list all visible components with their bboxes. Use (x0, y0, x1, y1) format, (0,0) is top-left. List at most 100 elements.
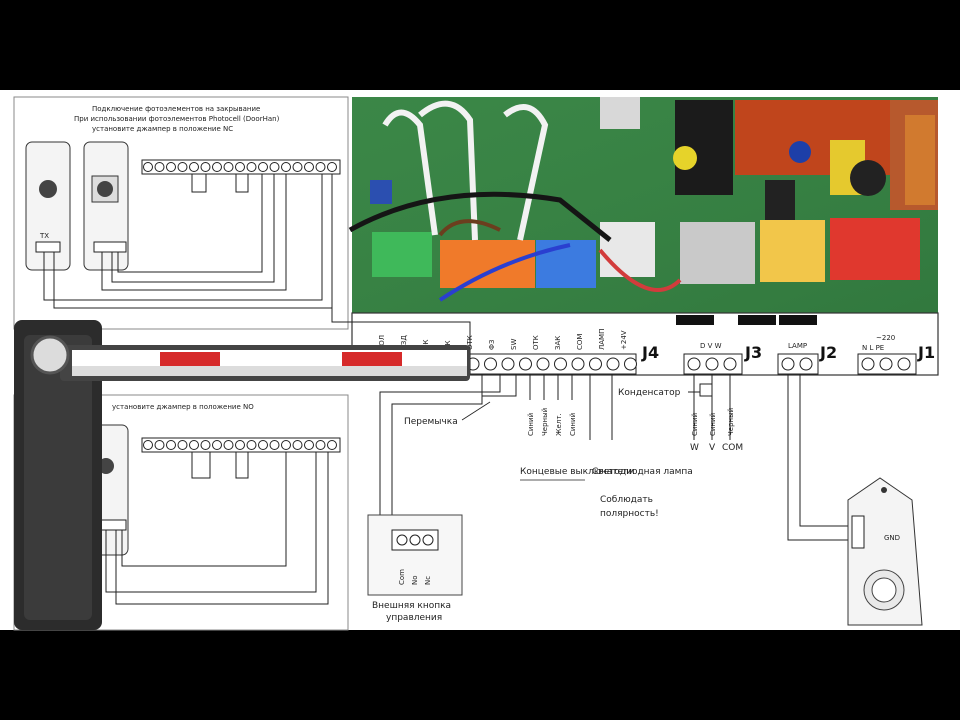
top-panel-title-1: Подключение фотоэлементов на закрывание (92, 105, 260, 113)
terminal-screw (304, 440, 314, 450)
terminal-screw (897, 357, 911, 371)
j4-pin-label: ОК (422, 339, 430, 350)
terminal-screw (484, 357, 497, 371)
terminal-screw (189, 440, 199, 450)
jumper-label: Перемычка (404, 417, 458, 427)
limit-wire-3: Желт. (555, 413, 563, 436)
motor-v-label: V (709, 443, 716, 453)
terminal-screw (327, 162, 337, 172)
terminal-screw (624, 357, 637, 371)
terminal-screw (687, 357, 701, 371)
top-panel-title-2: При использовании фотоэлементов Photocel… (74, 115, 280, 123)
terminal-screw (154, 162, 165, 172)
terminal-screw (281, 440, 291, 450)
controller-board-photo (348, 97, 938, 313)
terminal-screw (166, 440, 176, 450)
j4-pin-label: ЗАК (554, 336, 562, 350)
terminal-screw (292, 440, 303, 450)
terminal-screw (315, 440, 326, 450)
terminal-screw (589, 357, 602, 371)
limit-switch-wires: Синий Черный Желт. Синий (527, 408, 577, 436)
board-outline (351, 312, 939, 376)
terminal-screw (177, 162, 188, 172)
terminal-screw (879, 357, 893, 371)
j1-terminal-block (857, 353, 917, 375)
button-nc-label: Nc (424, 576, 432, 585)
motor-wire-2: Синий (709, 413, 717, 436)
terminal-screw (212, 162, 222, 172)
terminal-screw (292, 162, 303, 172)
j1-voltage-label: ~220 (876, 334, 895, 342)
terminal-screw (258, 440, 268, 450)
j4-pin-label: ЭЗД (400, 335, 408, 350)
terminal-screw (281, 162, 291, 172)
terminal-screw (554, 357, 567, 371)
terminal-screw (223, 162, 234, 172)
limit-switches-label: Концевые выключатели (520, 467, 635, 477)
terminal-screw (799, 357, 813, 371)
polarity-warning-2: полярность! (600, 509, 659, 519)
photocell-tx-tag: ТХ (39, 232, 49, 240)
limit-switches-text: Концевые выключатели (520, 467, 635, 477)
j4-terminal-block (463, 353, 637, 375)
j4-pin-label: ФЗ (488, 339, 496, 350)
terminal-screw (705, 357, 719, 371)
terminal-screw (606, 357, 620, 371)
terminal-screw (327, 440, 337, 450)
signal-lamp-device: GND (847, 477, 923, 626)
signal-lamp-label: Светодиодная лампа (592, 467, 693, 477)
terminal-screw (154, 440, 165, 450)
motor-wire-1: Синий (691, 413, 699, 436)
j4-pin-label: ГОЛ (378, 335, 386, 350)
terminal-screw (536, 357, 550, 371)
lamp-tag: GND (884, 534, 900, 542)
j3-pin-labels: D V W (700, 342, 722, 350)
j4-wiring (379, 374, 613, 520)
terminal-screw (189, 162, 199, 172)
terminal-screw (223, 440, 234, 450)
bottom-panel-title: установите джампер в положение NO (112, 403, 254, 411)
terminal-screw (177, 440, 188, 450)
top-panel-title-3: установите джампер в положение NC (92, 125, 233, 133)
j2-label: J2 (819, 343, 837, 362)
terminal-screw (235, 162, 245, 172)
j3-label: J3 (744, 343, 762, 362)
barrier-arm (14, 320, 470, 630)
button-box-label-1: Внешняя кнопка (372, 601, 451, 611)
photocell-nc-panel: Подключение фотоэлементов на закрывание … (13, 96, 471, 374)
limit-wire-1: Синий (527, 413, 535, 436)
terminal-screw (723, 357, 737, 371)
limit-wire-4: Синий (569, 413, 577, 436)
terminal-screw (519, 357, 532, 371)
j3-terminal-block (683, 353, 743, 375)
button-no-label: No (411, 575, 419, 585)
j1-pin-labels: N L PE (862, 344, 884, 352)
j4-pin-label: СОМ (576, 334, 584, 350)
j4-pin-label: +24V (620, 330, 628, 350)
terminal-screw (269, 162, 280, 172)
j3-wiring (688, 374, 731, 440)
j4-label: J4 (641, 343, 659, 362)
button-box-label-2: управления (386, 613, 442, 623)
terminal-screw (571, 357, 585, 371)
terminal-screw (235, 440, 245, 450)
terminal-screw (246, 440, 257, 450)
polarity-warning-1: Соблюдать (600, 495, 653, 505)
terminal-screw (781, 357, 795, 371)
j2-terminal-block (777, 353, 819, 375)
terminal-screw (143, 162, 153, 172)
motor-w-label: W (690, 443, 699, 453)
terminal-screw (315, 162, 326, 172)
j4-pin-label: SW (510, 339, 518, 350)
terminal-screw (304, 162, 314, 172)
motor-com-label: COM (722, 443, 743, 453)
terminal-screw (200, 162, 211, 172)
terminal-screw (200, 440, 211, 450)
limit-wire-2: Черный (541, 408, 549, 436)
terminal-screw (861, 357, 875, 371)
j1-label: J1 (917, 343, 935, 362)
button-com-label: Com (398, 569, 406, 585)
j4-pin-label: ОТК (532, 335, 540, 350)
terminal-screw (501, 357, 515, 371)
j4-pin-label: ЛАМП (598, 329, 606, 350)
